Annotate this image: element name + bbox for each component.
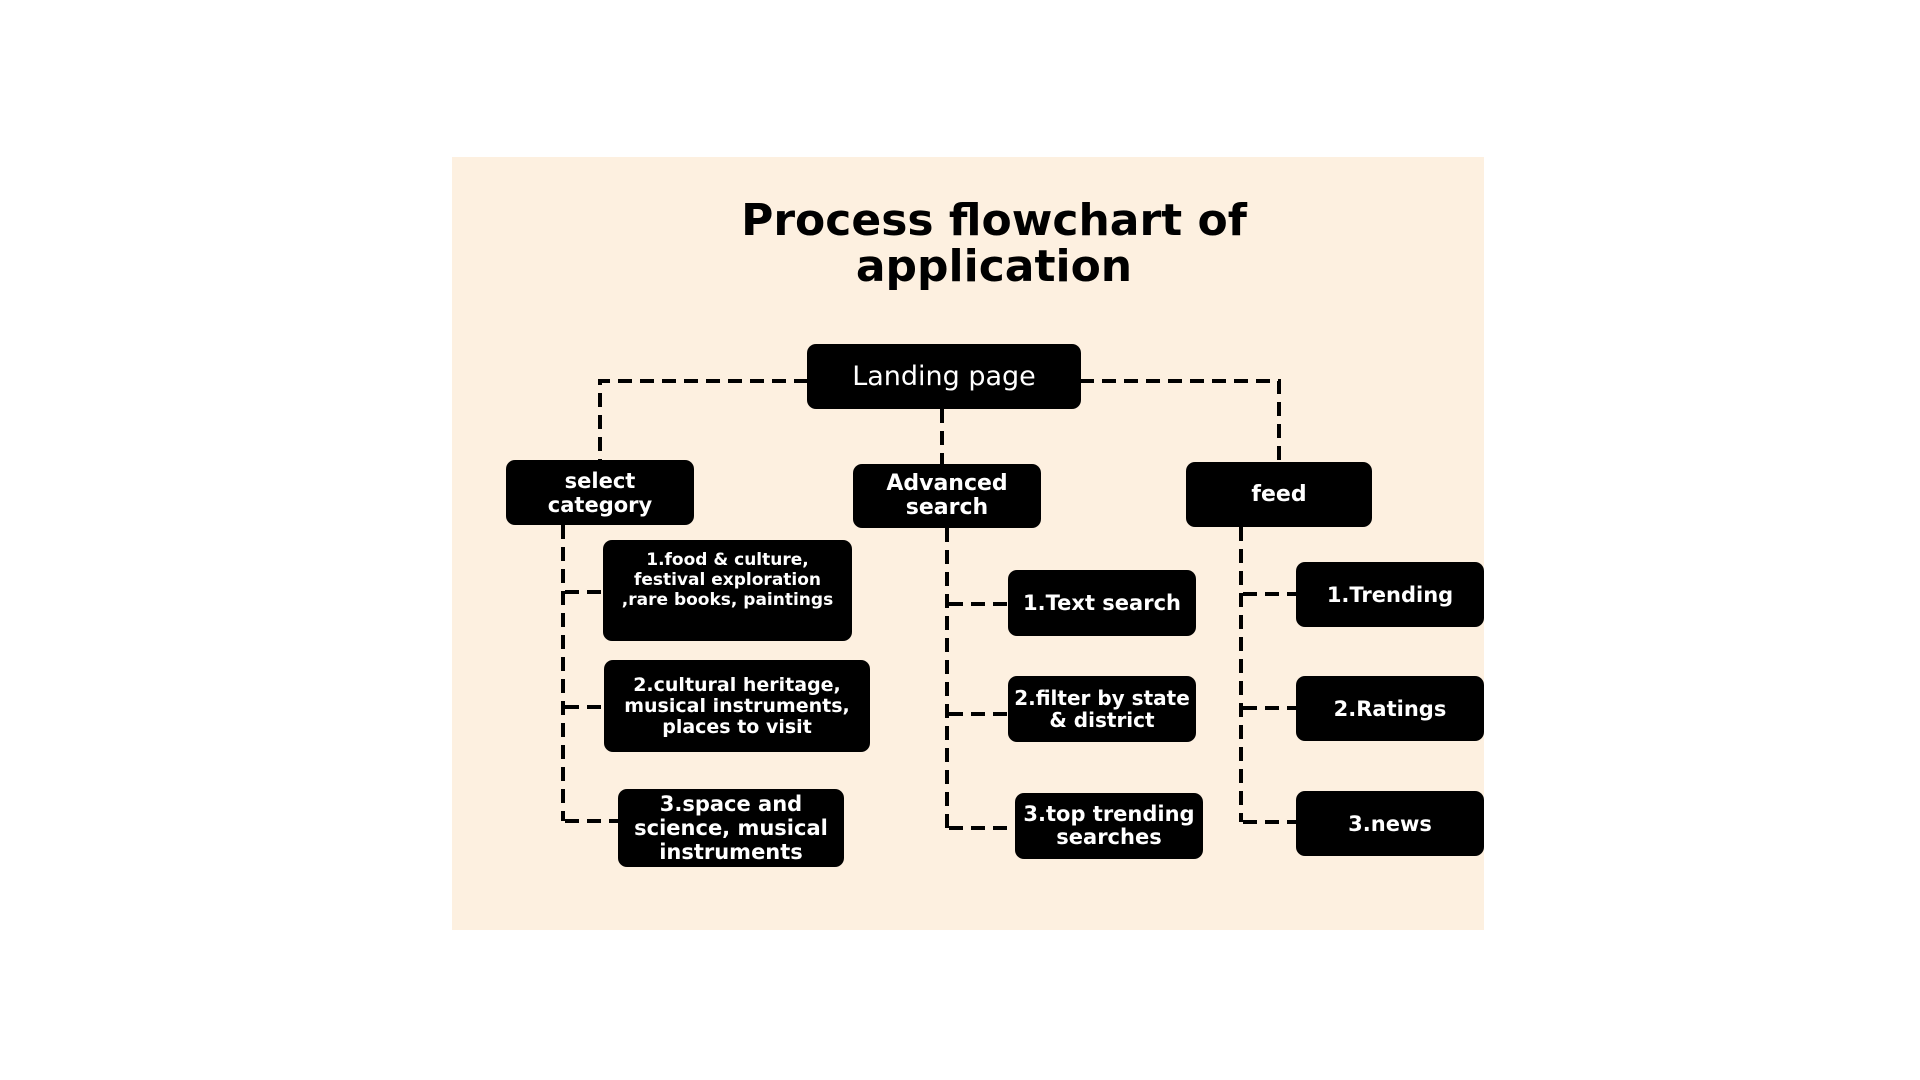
connector-root-to-select-category [598,379,808,462]
select-category-label: select category [547,468,653,517]
title-line-2: application [855,241,1133,292]
search-2-label: 2.filter by state & district [1014,686,1190,732]
category-2-node: 2.cultural heritage, musical instruments… [604,660,870,752]
title-line-1: Process flowchart of [741,195,1247,246]
diagram-title: Process flowchart of application [700,198,1288,290]
search-2-node: 2.filter by state & district [1008,676,1196,742]
feed-3-node: 3.news [1296,791,1484,856]
category-3-node: 3.space and science, musical instruments [618,789,844,867]
select-category-node: select category [506,460,694,525]
search-3-node: 3.top trending searches [1015,793,1203,859]
landing-page-node: Landing page [807,344,1081,409]
advanced-search-node: Advanced search [853,464,1041,528]
search-3-label: 3.top trending searches [1023,802,1195,849]
search-1-label: 1.Text search [1023,591,1181,615]
feed-node: feed [1186,462,1372,527]
feed-1-node: 1.Trending [1296,562,1484,627]
landing-page-label: Landing page [852,361,1036,392]
advanced-search-label: Advanced search [886,471,1008,520]
feed-label: feed [1251,482,1307,507]
feed-2-node: 2.Ratings [1296,676,1484,741]
category-3-label: 3.space and science, musical instruments [634,792,828,864]
search-1-node: 1.Text search [1008,570,1196,636]
category-1-label: 1.food & culture, festival exploration ,… [621,550,834,610]
feed-2-label: 2.Ratings [1333,696,1447,721]
category-2-label: 2.cultural heritage, musical instruments… [624,673,850,738]
feed-3-label: 3.news [1348,811,1432,836]
connector-root-to-feed [1080,379,1281,462]
feed-1-label: 1.Trending [1326,582,1454,607]
category-1-node: 1.food & culture, festival exploration ,… [603,540,852,641]
